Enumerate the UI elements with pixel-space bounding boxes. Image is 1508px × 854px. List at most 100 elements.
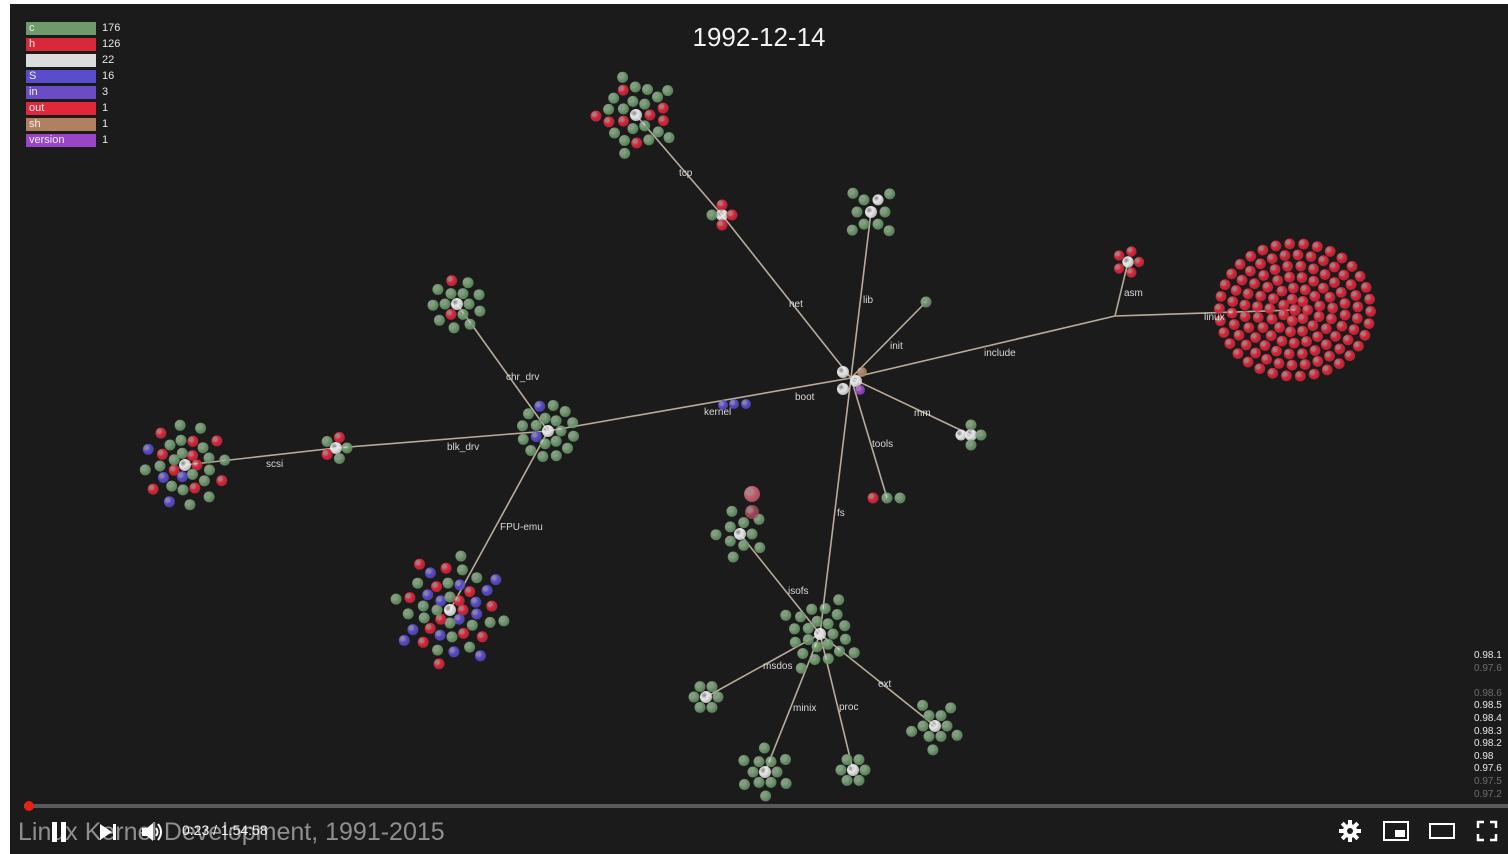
- file-node: [1278, 299, 1289, 311]
- theater-button[interactable]: [1428, 822, 1456, 845]
- file-node: [1344, 350, 1356, 362]
- legend-label: c: [29, 22, 35, 34]
- file-node: [867, 492, 879, 504]
- file-node: [464, 318, 476, 330]
- file-node: [453, 613, 465, 625]
- file-node: [204, 464, 215, 476]
- file-node: [1338, 269, 1350, 281]
- file-node: [1215, 315, 1226, 327]
- file-node: [846, 224, 858, 236]
- file-node: [771, 766, 783, 778]
- file-node: [1318, 255, 1329, 267]
- file-node: [431, 604, 443, 616]
- file-node: [688, 691, 700, 703]
- miniplayer-button[interactable]: [1382, 820, 1410, 847]
- file-node: [187, 435, 199, 447]
- file-node: [1286, 359, 1298, 371]
- file-node: [219, 454, 231, 466]
- pause-button[interactable]: [50, 821, 68, 848]
- legend-count: 3: [102, 86, 109, 98]
- file-node: [753, 776, 765, 788]
- file-node: [486, 600, 498, 612]
- file-node: [1262, 281, 1274, 293]
- file-node: [1226, 268, 1237, 280]
- file-node: [859, 764, 871, 776]
- file-node: [851, 206, 863, 218]
- next-button[interactable]: [98, 822, 118, 847]
- file-node: [1257, 322, 1269, 333]
- version-entry: 0.98.2: [1474, 738, 1502, 750]
- file-node: [639, 98, 651, 110]
- file-node: [609, 127, 620, 139]
- branch-label-isofs: isofs: [788, 586, 809, 597]
- file-node: [603, 116, 615, 128]
- file-node: [1346, 261, 1358, 272]
- settings-button[interactable]: [1338, 819, 1362, 848]
- file-node: [550, 415, 562, 427]
- file-node: [802, 634, 814, 646]
- file-node: [417, 636, 429, 648]
- scrubber-handle[interactable]: [24, 801, 35, 811]
- file-node: [847, 187, 859, 199]
- file-node: [1309, 345, 1321, 356]
- file-node: [741, 399, 751, 409]
- file-node: [439, 298, 451, 310]
- file-node: [1244, 265, 1256, 277]
- file-node: [617, 103, 629, 115]
- file-node: [1278, 309, 1289, 321]
- legend-count: 176: [102, 22, 121, 34]
- file-node: [1363, 318, 1375, 329]
- volume-icon: [142, 823, 162, 841]
- file-node: [166, 480, 178, 492]
- file-node: [1228, 319, 1240, 330]
- file-node: [203, 452, 215, 464]
- file-node: [1292, 249, 1304, 261]
- file-node: [184, 499, 196, 511]
- file-node: [1233, 329, 1245, 341]
- file-node: [1243, 322, 1255, 333]
- volume-button[interactable]: [140, 820, 166, 849]
- version-entry: 0.97.5: [1474, 775, 1502, 787]
- file-node: [652, 126, 664, 138]
- version-entry: [1474, 675, 1508, 688]
- progress-bar[interactable]: [24, 801, 1508, 811]
- file-node: [744, 486, 760, 502]
- file-node: [139, 464, 151, 476]
- file-node: [884, 188, 896, 200]
- file-node: [155, 427, 167, 439]
- file-node: [1298, 238, 1309, 250]
- legend-count: 1: [102, 118, 109, 130]
- date-label: 1992-12-14: [692, 22, 826, 52]
- file-node: [797, 648, 809, 659]
- fullscreen-button[interactable]: [1476, 820, 1498, 847]
- tree-edge: [819, 377, 852, 635]
- file-node: [1250, 347, 1261, 359]
- file-node: [822, 638, 834, 650]
- legend-count: 126: [102, 38, 121, 50]
- legend-label: sh: [29, 118, 41, 130]
- file-node: [424, 567, 436, 579]
- file-node: [746, 528, 758, 540]
- file-node: [627, 95, 639, 107]
- file-node: [1365, 306, 1376, 317]
- legend-label: S: [29, 70, 37, 82]
- legend-count: 1: [102, 134, 109, 146]
- file-node: [433, 658, 445, 670]
- file-node: [802, 622, 814, 634]
- time-current: 0:23: [182, 822, 210, 838]
- file-node: [706, 209, 718, 221]
- file-node: [333, 453, 345, 464]
- tree-edge: [449, 430, 549, 611]
- file-node: [745, 505, 759, 519]
- file-node: [333, 432, 345, 443]
- legend-label: out: [29, 102, 45, 114]
- file-node: [417, 600, 429, 612]
- file-node: [929, 720, 941, 732]
- file-node: [1214, 303, 1225, 314]
- branch-label-proc: proc: [839, 702, 858, 713]
- file-node: [432, 284, 444, 295]
- file-node: [445, 308, 457, 320]
- file-node: [422, 589, 434, 601]
- file-node: [1239, 311, 1251, 322]
